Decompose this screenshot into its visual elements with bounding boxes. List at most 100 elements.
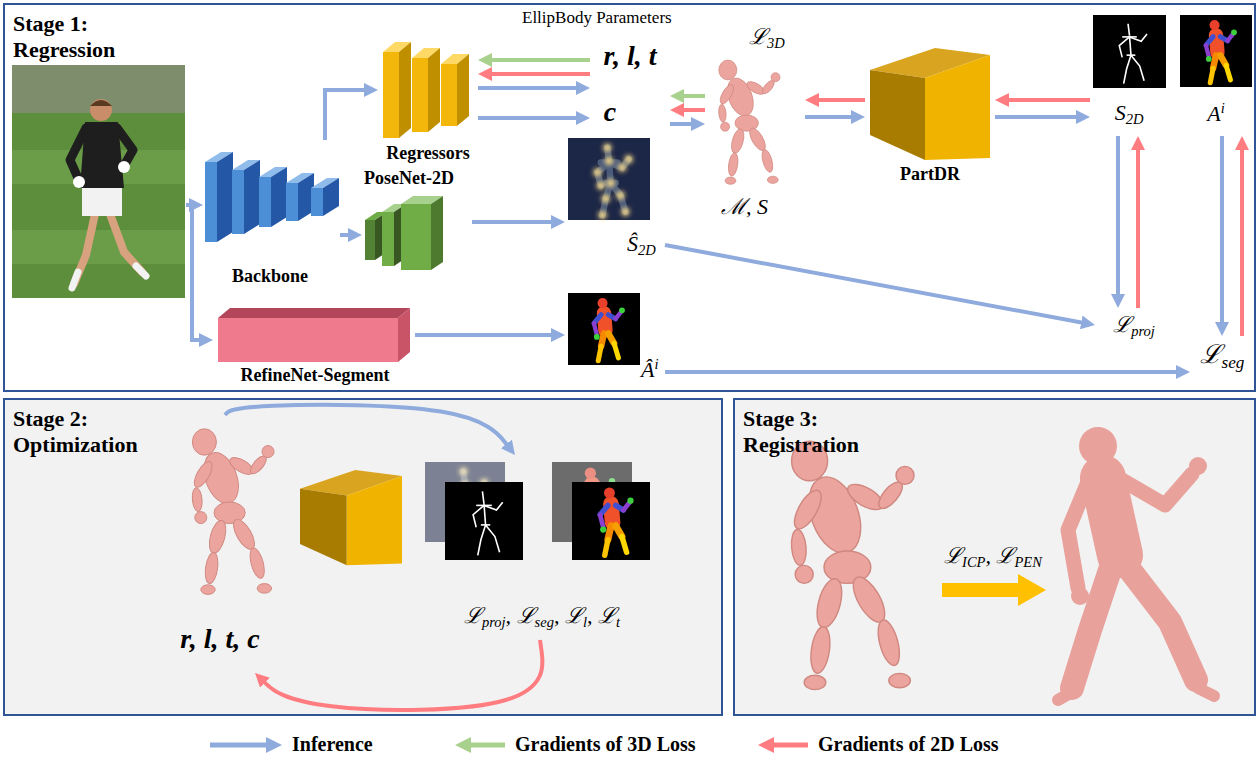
photo-glove [118, 161, 130, 173]
stage-panel: BackboneRegressorsPoseNet-2DRefineNet-Se… [3, 3, 1256, 392]
mesh-hand [1071, 587, 1089, 605]
math-part: proj [1131, 323, 1155, 339]
legend-head [455, 737, 471, 753]
block-face [205, 162, 217, 242]
stage-heading: Stage 1: Regression [13, 11, 153, 64]
registration-arrow [942, 574, 1046, 606]
heat-blob [597, 181, 605, 189]
stage-heading: Stage 2: Optimization [13, 406, 153, 459]
math-part: 2D [638, 242, 656, 258]
network-block: PoseNet-2D [362, 165, 472, 275]
mesh-limb [1198, 688, 1214, 696]
math-symbol: Ŝ2D [627, 231, 656, 259]
heat-blob [593, 168, 601, 176]
math-part: , [587, 603, 598, 628]
block-face [218, 318, 398, 362]
skeleton-bone [1130, 35, 1131, 55]
skeleton-bone [1131, 55, 1144, 81]
block-face [441, 64, 457, 126]
skeleton-bone [484, 504, 486, 525]
heat-blob [618, 163, 626, 171]
body-part [623, 502, 629, 510]
flow-arrow [1116, 136, 1120, 301]
photo-field [12, 65, 185, 298]
body-part [1210, 20, 1220, 30]
math-part: ℒ [944, 543, 962, 568]
math-part: ℳ, S [721, 194, 768, 219]
photo-limb [72, 272, 78, 288]
mesh-head [1079, 427, 1117, 465]
body-part [585, 468, 596, 479]
parameter-group: r, l, tc [590, 38, 670, 136]
heat-blob [621, 208, 629, 216]
skeleton-bone [478, 525, 486, 555]
flow-arrow [665, 370, 1183, 374]
flow-arrow [805, 115, 858, 119]
body-part [598, 346, 601, 360]
loss-term: ℒseg [1190, 336, 1254, 384]
flow-arrow [485, 58, 590, 62]
math-symbol: Âi [641, 356, 659, 382]
renderer-front [870, 70, 925, 160]
image-output: S2D [1090, 12, 1168, 136]
mesh-limb [1130, 570, 1196, 680]
math-part: , [985, 543, 996, 568]
legend-item: Inference [210, 733, 373, 756]
mesh-limb [1122, 474, 1192, 505]
math-part: S [1115, 100, 1126, 125]
heat-blob [602, 195, 610, 203]
loss-symbol: ℒseg [1200, 340, 1245, 373]
panel-ground [3, 3, 1256, 392]
math-part: Ŝ [627, 231, 638, 256]
legend-shaft [210, 742, 270, 747]
body-part [1226, 65, 1230, 79]
image-frame [572, 482, 650, 560]
renderer-block: PartDR [865, 42, 995, 190]
body-part [604, 487, 615, 498]
block-face [311, 188, 323, 216]
parameter-symbol: r, l, t, c [180, 623, 259, 655]
renderer-shape [300, 470, 402, 565]
block-side [271, 167, 287, 227]
skeleton-bone [1128, 24, 1129, 36]
legend-swatch [758, 735, 808, 755]
posenet-blocks [365, 196, 443, 270]
flow-arrow [415, 333, 558, 337]
math-part: , [506, 603, 517, 628]
image-output: Ŝ2D [565, 135, 665, 262]
heat-blob [607, 179, 615, 187]
image-frame [1093, 15, 1166, 88]
loss-symbol: ℒproj [1113, 312, 1155, 340]
body-part [604, 313, 605, 330]
image-frame [568, 293, 640, 365]
body-part [611, 504, 613, 523]
body-part [1210, 68, 1213, 82]
legend-item: Gradients of 2D Loss [758, 733, 999, 756]
block-side [323, 178, 339, 216]
stage-heading: Stage 3: Registration [743, 406, 883, 459]
flow-arrow [325, 90, 371, 140]
skeleton-bone [484, 502, 503, 510]
math-part: ℒ [464, 603, 482, 628]
block-face [232, 170, 244, 234]
image-output: Ai [1178, 12, 1254, 136]
photo-stripe [12, 230, 185, 264]
math-part: ℒ [996, 543, 1014, 568]
math-part: , [554, 603, 565, 628]
mesh-limb [1068, 482, 1088, 588]
image-output: Âi [565, 290, 665, 388]
flow-arrow [1220, 136, 1224, 329]
body-part [616, 312, 622, 319]
network-block: Regressors [378, 35, 478, 167]
block-top [218, 308, 410, 318]
block-side [457, 54, 469, 126]
math-part: r, l, t [604, 40, 657, 71]
photo-background [12, 65, 185, 113]
math-part: ICP [962, 554, 985, 570]
segment-image [568, 293, 640, 365]
skeleton-bone [482, 491, 484, 503]
ellipsoid-body [718, 60, 780, 184]
heat-blob [625, 155, 633, 163]
heat-blob [598, 211, 606, 219]
block-face [382, 212, 394, 266]
